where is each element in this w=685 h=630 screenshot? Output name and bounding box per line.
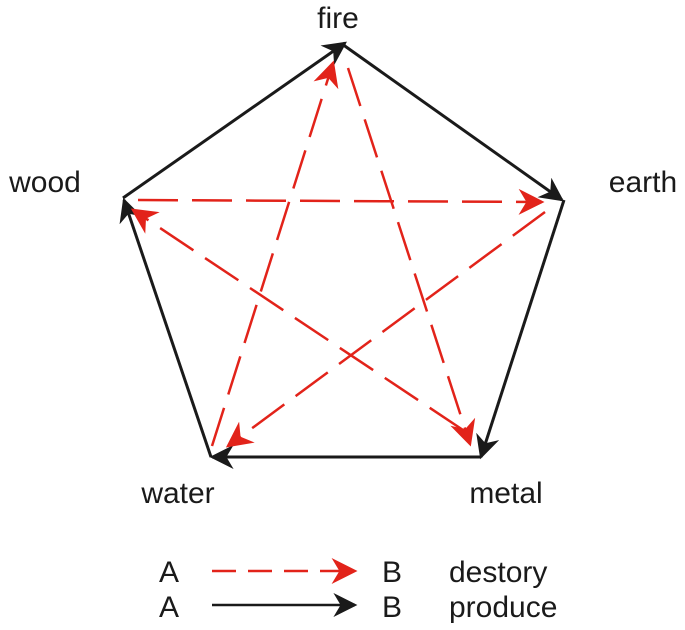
node-label-fire: fire (317, 2, 359, 35)
legend-destroy-label: destory (449, 556, 547, 589)
destroy-edge-earth-water (225, 210, 546, 448)
legend-row-destroy: A B destory (159, 556, 547, 589)
legend-destroy-from: A (159, 556, 179, 589)
produce-edge-water-wood (119, 197, 213, 458)
legend-produce-label: produce (449, 591, 557, 624)
destroy-edge-fire-metal (346, 67, 476, 447)
destroy-edge-metal-wood (130, 208, 464, 432)
node-label-earth: earth (609, 166, 677, 199)
destroy-edge-water-fire (210, 60, 339, 447)
node-label-water: water (140, 477, 214, 510)
legend-row-produce: A B produce (159, 591, 557, 624)
destroy-edge-wood-earth (137, 188, 545, 215)
node-label-wood: wood (8, 166, 81, 199)
legend: A B destory A B produce (159, 556, 557, 624)
produce-edge-wood-fire (122, 41, 347, 200)
produce-edges (119, 41, 566, 469)
destroy-edges (130, 60, 546, 448)
legend-destroy-to: B (382, 556, 402, 589)
produce-edge-fire-earth (341, 42, 564, 202)
node-label-metal: metal (469, 477, 542, 510)
legend-produce-to: B (382, 591, 402, 624)
produce-edge-earth-metal (476, 199, 566, 460)
legend-produce-from: A (159, 591, 179, 624)
